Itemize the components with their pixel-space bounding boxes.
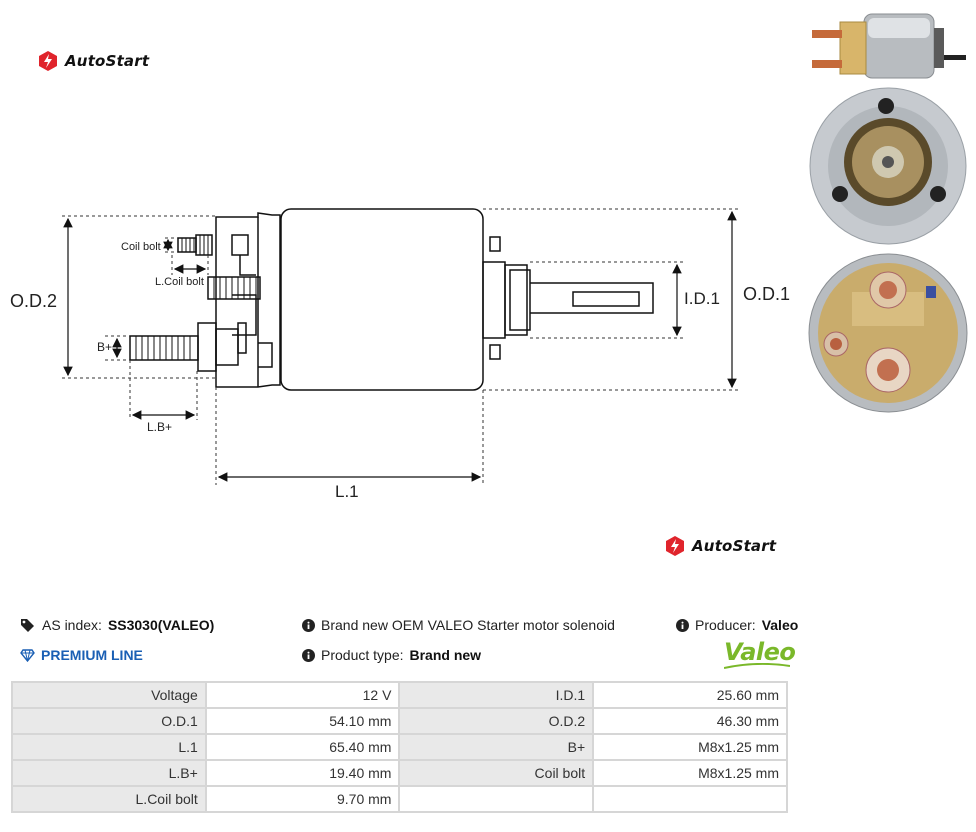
- autostart-logo-secondary: AutoStart: [664, 535, 776, 557]
- info-circle-icon: [302, 648, 315, 662]
- spec-value-empty: [592, 785, 788, 813]
- spec-value: 65.40 mm: [204, 733, 401, 761]
- spec-value: 12 V: [204, 681, 401, 709]
- product-description: Brand new OEM VALEO Starter motor soleno…: [302, 617, 615, 633]
- id1-label: I.D.1: [684, 289, 720, 308]
- tags-icon: [21, 619, 34, 632]
- spec-key: L.1: [11, 733, 207, 761]
- spec-key: Voltage: [11, 681, 207, 709]
- autostart-logo-icon: [666, 536, 684, 556]
- table-row: L.Coil bolt 9.70 mm: [11, 785, 788, 813]
- valeo-swoosh-icon: [724, 663, 790, 669]
- premium-line-badge[interactable]: PREMIUM LINE: [20, 647, 143, 663]
- autostart-logo: AutoStart: [37, 50, 149, 72]
- as-index: AS index: SS3030(VALEO): [20, 617, 214, 633]
- spec-value: 9.70 mm: [204, 785, 401, 813]
- spec-value: 19.40 mm: [204, 759, 401, 787]
- spec-table: Voltage 12 V I.D.1 25.60 mm O.D.1 54.10 …: [11, 681, 788, 813]
- spec-key: O.D.1: [11, 707, 207, 735]
- producer: Producer: Valeo: [676, 617, 798, 633]
- spec-key-empty: [398, 785, 595, 813]
- as-index-label: AS index:: [42, 617, 102, 633]
- spec-value: 46.30 mm: [592, 707, 788, 735]
- spec-value: M8x1.25 mm: [592, 733, 788, 761]
- producer-label: Producer:: [695, 617, 756, 633]
- premium-line-label: PREMIUM LINE: [41, 647, 143, 663]
- spec-key: L.Coil bolt: [11, 785, 207, 813]
- spec-value: M8x1.25 mm: [592, 759, 788, 787]
- l-coil-bolt-label: L.Coil bolt: [155, 276, 204, 288]
- od1-label: O.D.1: [743, 284, 790, 304]
- product-photo-front: [809, 87, 967, 245]
- coil-bolt-label: Coil bolt: [121, 241, 161, 253]
- technical-drawing: O.D.2 O.D.1 I.D.1 L.1 Coil bolt L.Coil b…: [10, 208, 790, 501]
- description-text: Brand new OEM VALEO Starter motor soleno…: [321, 617, 615, 633]
- spec-key: B+: [398, 733, 595, 761]
- brand-name-secondary: AutoStart: [692, 537, 777, 555]
- product-type: Product type: Brand new: [302, 647, 481, 663]
- table-row: L.1 65.40 mm B+ M8x1.25 mm: [11, 733, 788, 761]
- product-photo-side: [812, 13, 966, 79]
- info-circle-icon: [302, 618, 315, 632]
- product-type-value: Brand new: [409, 647, 482, 663]
- brand-name: AutoStart: [65, 52, 150, 70]
- table-row: L.B+ 19.40 mm Coil bolt M8x1.25 mm: [11, 759, 788, 787]
- info-circle-icon: [676, 618, 689, 632]
- spec-key: L.B+: [11, 759, 207, 787]
- table-row: O.D.1 54.10 mm O.D.2 46.30 mm: [11, 707, 788, 735]
- producer-value: Valeo: [761, 617, 799, 633]
- spec-key: I.D.1: [398, 681, 595, 709]
- l1-label: L.1: [335, 482, 359, 501]
- autostart-logo-icon: [39, 51, 57, 71]
- b-plus-label: B+: [97, 340, 112, 354]
- diamond-icon: [20, 648, 35, 662]
- spec-value: 25.60 mm: [592, 681, 788, 709]
- spec-key: O.D.2: [398, 707, 595, 735]
- od2-label: O.D.2: [10, 291, 57, 311]
- valeo-logo[interactable]: Valeo: [724, 638, 796, 669]
- lb-plus-label: L.B+: [147, 420, 172, 434]
- valeo-logo-text: Valeo: [724, 638, 796, 666]
- spec-key: Coil bolt: [398, 759, 595, 787]
- spec-value: 54.10 mm: [204, 707, 401, 735]
- as-index-value: SS3030(VALEO): [107, 617, 215, 633]
- product-type-label: Product type:: [321, 647, 404, 663]
- product-photo-back: [808, 253, 968, 413]
- table-row: Voltage 12 V I.D.1 25.60 mm: [11, 681, 788, 709]
